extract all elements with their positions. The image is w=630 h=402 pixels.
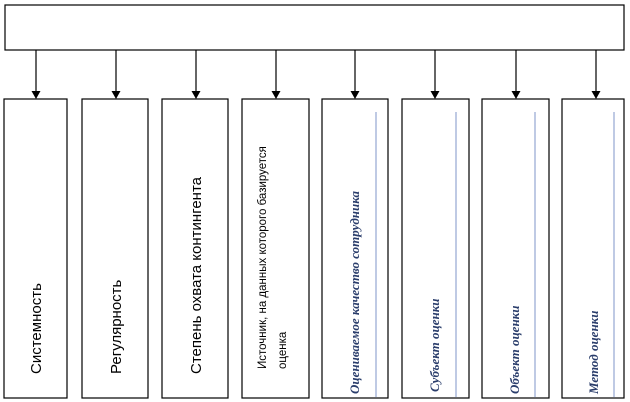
criterion-label: Объект оценки [507,306,522,395]
connector-arrow [591,50,601,99]
criterion-label: Метод оценки [586,311,601,395]
connector-arrow [271,50,281,99]
connector-arrow [511,50,521,99]
criterion-label: Степень охвата контингента [188,176,205,374]
criterion-label: Субъект оценки [427,298,442,392]
criterion-box-data-source: Источник, на данных которого базируется … [241,98,310,399]
criterion-box-regularity: Регулярность [81,98,149,399]
connector-arrow [31,50,41,99]
criterion-label: Регулярность [108,279,125,374]
connector-arrow [430,50,440,99]
criterion-box-systematicity: Системность [3,98,68,399]
connector-arrow [191,50,201,99]
criterion-label-line1: Источник, на данных которого базируется [257,146,269,369]
criterion-box-evaluation-object: Объект оценки [481,98,550,399]
criterion-box-coverage: Степень охвата контингента [161,98,229,399]
header-box [4,4,625,51]
connector-arrow [350,50,360,99]
criterion-box-employee-quality: Оцениваемое качество сотрудника [321,98,389,399]
criterion-box-evaluation-method: Метод оценки [561,98,625,399]
criterion-label: Системность [28,283,45,374]
criterion-label-line2: оценка [277,331,289,369]
criterion-label: Оцениваемое качество сотрудника [347,191,362,394]
criterion-box-evaluation-subject: Субъект оценки [401,98,470,399]
connector-arrow [111,50,121,99]
